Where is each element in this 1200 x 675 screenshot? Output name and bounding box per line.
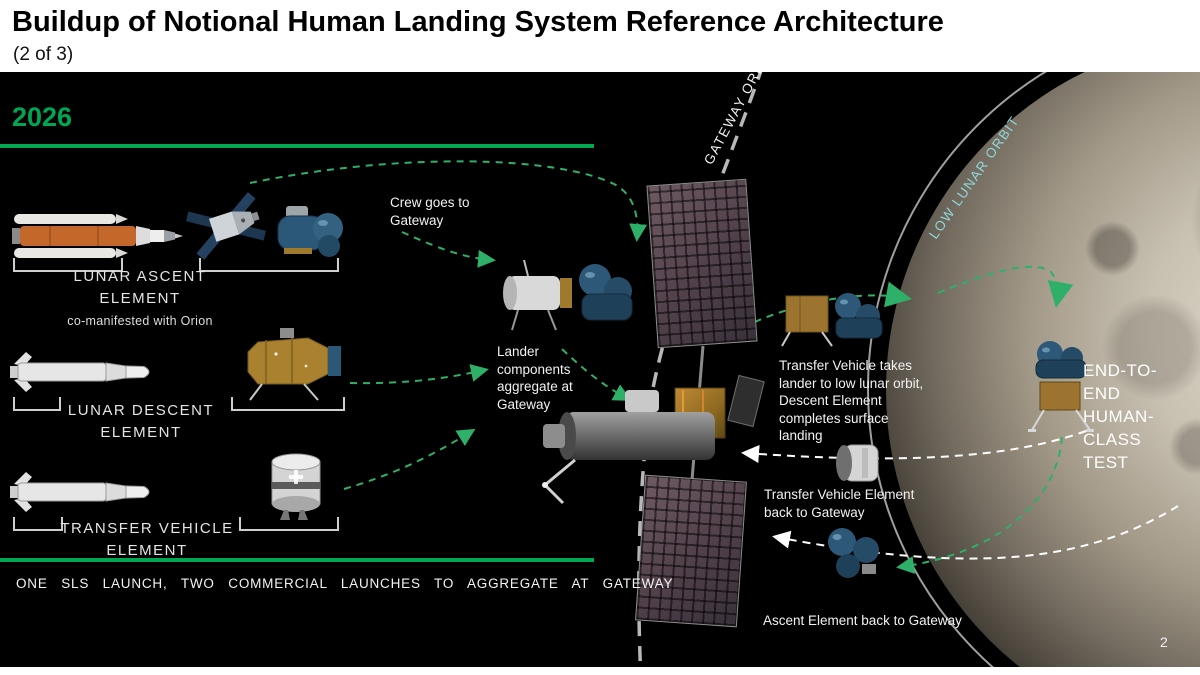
- transfer-back-note: Transfer Vehicle Element back to Gateway: [764, 487, 915, 520]
- slide-title: Buildup of Notional Human Landing System…: [12, 6, 944, 38]
- lander-aggregate-note: Lander components aggregate at Gateway: [497, 344, 573, 412]
- arrow-crew-to-gateway: [401, 231, 496, 268]
- arrow-ascent-to-gateway: [249, 160, 648, 242]
- page-number: 2: [1160, 634, 1168, 650]
- lunar-ascent-element-graphic: [277, 206, 343, 257]
- top-green-rule: [0, 144, 594, 148]
- mission-flow-arrows: [249, 160, 1074, 574]
- lunar-descent-line2: ELEMENT: [100, 423, 182, 441]
- lunar-ascent-line1: LUNAR ASCENT: [73, 268, 207, 285]
- low-lunar-orbit-line: [866, 59, 1067, 675]
- slide-header: Buildup of Notional Human Landing System…: [0, 0, 1200, 72]
- transfer-vehicle-line2: ELEMENT: [106, 541, 188, 559]
- ascent-back-note: Ascent Element back to Gateway: [763, 613, 962, 628]
- launch-summary-note: ONE SLS LAUNCH, TWO COMMERCIAL LAUNCHES …: [16, 576, 674, 591]
- aggregated-lander-graphic: [503, 259, 633, 331]
- transfer-vehicle-return-graphic: [836, 444, 879, 482]
- orion-spacecraft-graphic: [185, 192, 267, 260]
- gateway-solar-array-top: [646, 178, 758, 349]
- lunar-ascent-note: co-manifested with Orion: [67, 313, 213, 328]
- bottom-frame-strip: [0, 667, 1200, 675]
- arrow-aggregate-to-core: [561, 348, 632, 401]
- arrow-transfer-return: [741, 430, 1087, 463]
- commercial-rocket-graphic-1: [10, 352, 150, 392]
- transfer-vehicle-line1: TRANSFER VEHICLE: [60, 520, 234, 537]
- gateway-core-graphic: [542, 374, 765, 505]
- ascent-element-return-graphic: [828, 528, 879, 578]
- lunar-descent-line1: LUNAR DESCENT: [67, 402, 215, 419]
- return-arrows: [741, 430, 1179, 560]
- bottom-green-rule: [0, 558, 594, 562]
- transfer-takes-lander-note: Transfer Vehicle takes lander to low lun…: [779, 358, 924, 444]
- arrow-descent-to-gateway: [349, 364, 489, 385]
- arrow-transfer-to-gateway: [343, 428, 476, 490]
- slide-subtitle: (2 of 3): [13, 44, 74, 65]
- arrow-lander-to-ascent-return: [896, 436, 1063, 574]
- lunar-ascent-element-label: LUNAR ASCENT ELEMENT co-manifested with …: [55, 266, 225, 330]
- arrow-llo-to-lander: [937, 265, 1074, 308]
- lunar-descent-element-label: LUNAR DESCENT ELEMENT: [55, 400, 227, 444]
- element-brackets: [13, 258, 345, 531]
- end-to-end-lander-graphic: [1028, 341, 1094, 432]
- crew-goes-to-gateway-note: Crew goes to Gateway: [390, 195, 470, 228]
- transfer-vehicle-element-graphic: [271, 453, 321, 520]
- sls-rocket-graphic: [12, 214, 183, 258]
- year-label: 2026: [12, 102, 73, 132]
- llo-lander-stack-graphic: [781, 293, 883, 347]
- transfer-vehicle-element-label: TRANSFER VEHICLE ELEMENT: [58, 518, 236, 562]
- lunar-descent-element-graphic: [247, 328, 341, 401]
- commercial-rocket-graphic-2: [10, 472, 150, 512]
- lunar-ascent-line2: ELEMENT: [99, 289, 181, 307]
- end-to-end-test-note: END-TO-END HUMAN-CLASS TEST: [1083, 361, 1158, 472]
